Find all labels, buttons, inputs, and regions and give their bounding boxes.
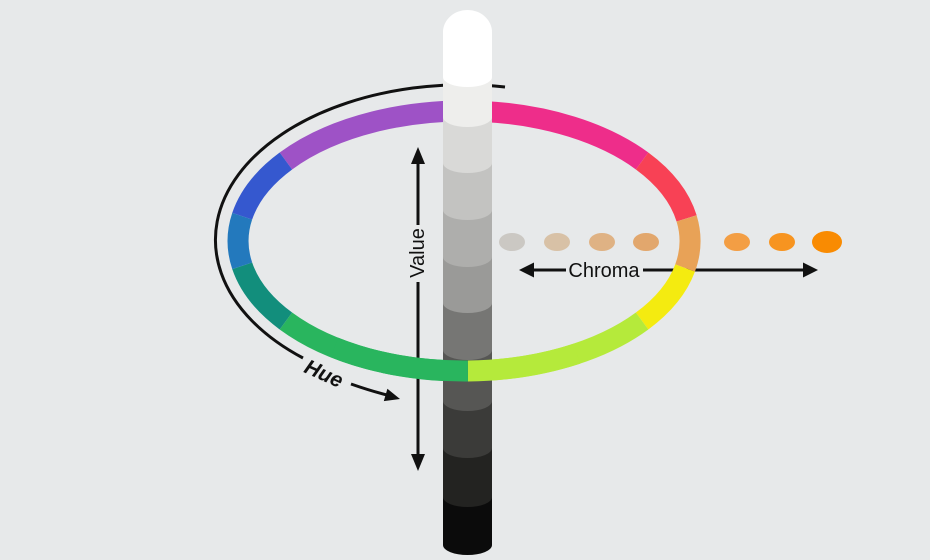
hue-arrow-shaft bbox=[350, 382, 388, 397]
value-axis-bar bbox=[443, 10, 492, 555]
chroma-arrowhead-left bbox=[519, 262, 534, 278]
value-label: Value bbox=[407, 228, 429, 278]
chroma-dot-5 bbox=[724, 233, 750, 251]
value-band-0 bbox=[443, 10, 492, 88]
chroma-axis bbox=[499, 231, 842, 278]
chroma-dot-3 bbox=[589, 233, 615, 251]
hue-segment-royal-blue bbox=[232, 152, 293, 220]
chroma-dot-1 bbox=[499, 233, 525, 251]
value-band-9 bbox=[443, 448, 492, 507]
hue-segment-yellow bbox=[635, 264, 695, 330]
value-band-5 bbox=[443, 257, 492, 313]
hue-segment-cerulean-blue bbox=[227, 212, 253, 270]
hue-segment-front-yellow-green bbox=[467, 343, 581, 382]
hue-direction bbox=[213, 83, 506, 402]
value-band-4 bbox=[443, 210, 492, 267]
chroma-arrowhead-right bbox=[803, 262, 818, 278]
hue-segment-orange bbox=[675, 215, 701, 272]
chroma-dot-7 bbox=[812, 231, 842, 253]
chroma-dot-2 bbox=[544, 233, 570, 251]
value-band-3 bbox=[443, 163, 492, 220]
value-band-1 bbox=[443, 77, 492, 127]
hue-arrowhead bbox=[383, 388, 400, 402]
hue-ring-front bbox=[330, 337, 581, 382]
value-band-2 bbox=[443, 117, 492, 174]
chroma-dot-4 bbox=[633, 233, 659, 251]
hue-segment-teal bbox=[232, 262, 293, 330]
hue-segment-red bbox=[635, 152, 697, 222]
hue-segment-magenta bbox=[483, 101, 649, 170]
value-band-6 bbox=[443, 303, 492, 360]
value-arrowhead-up bbox=[411, 147, 425, 164]
hue-segment-front-green bbox=[330, 337, 469, 382]
value-arrow bbox=[411, 147, 425, 471]
chroma-dot-6 bbox=[769, 233, 795, 251]
hue-label: Hue bbox=[301, 355, 347, 392]
value-band-10 bbox=[443, 497, 492, 555]
chroma-label: Chroma bbox=[568, 260, 640, 282]
value-band-8 bbox=[443, 401, 492, 458]
value-arrowhead-down bbox=[411, 454, 425, 471]
hue-curve bbox=[213, 83, 506, 360]
